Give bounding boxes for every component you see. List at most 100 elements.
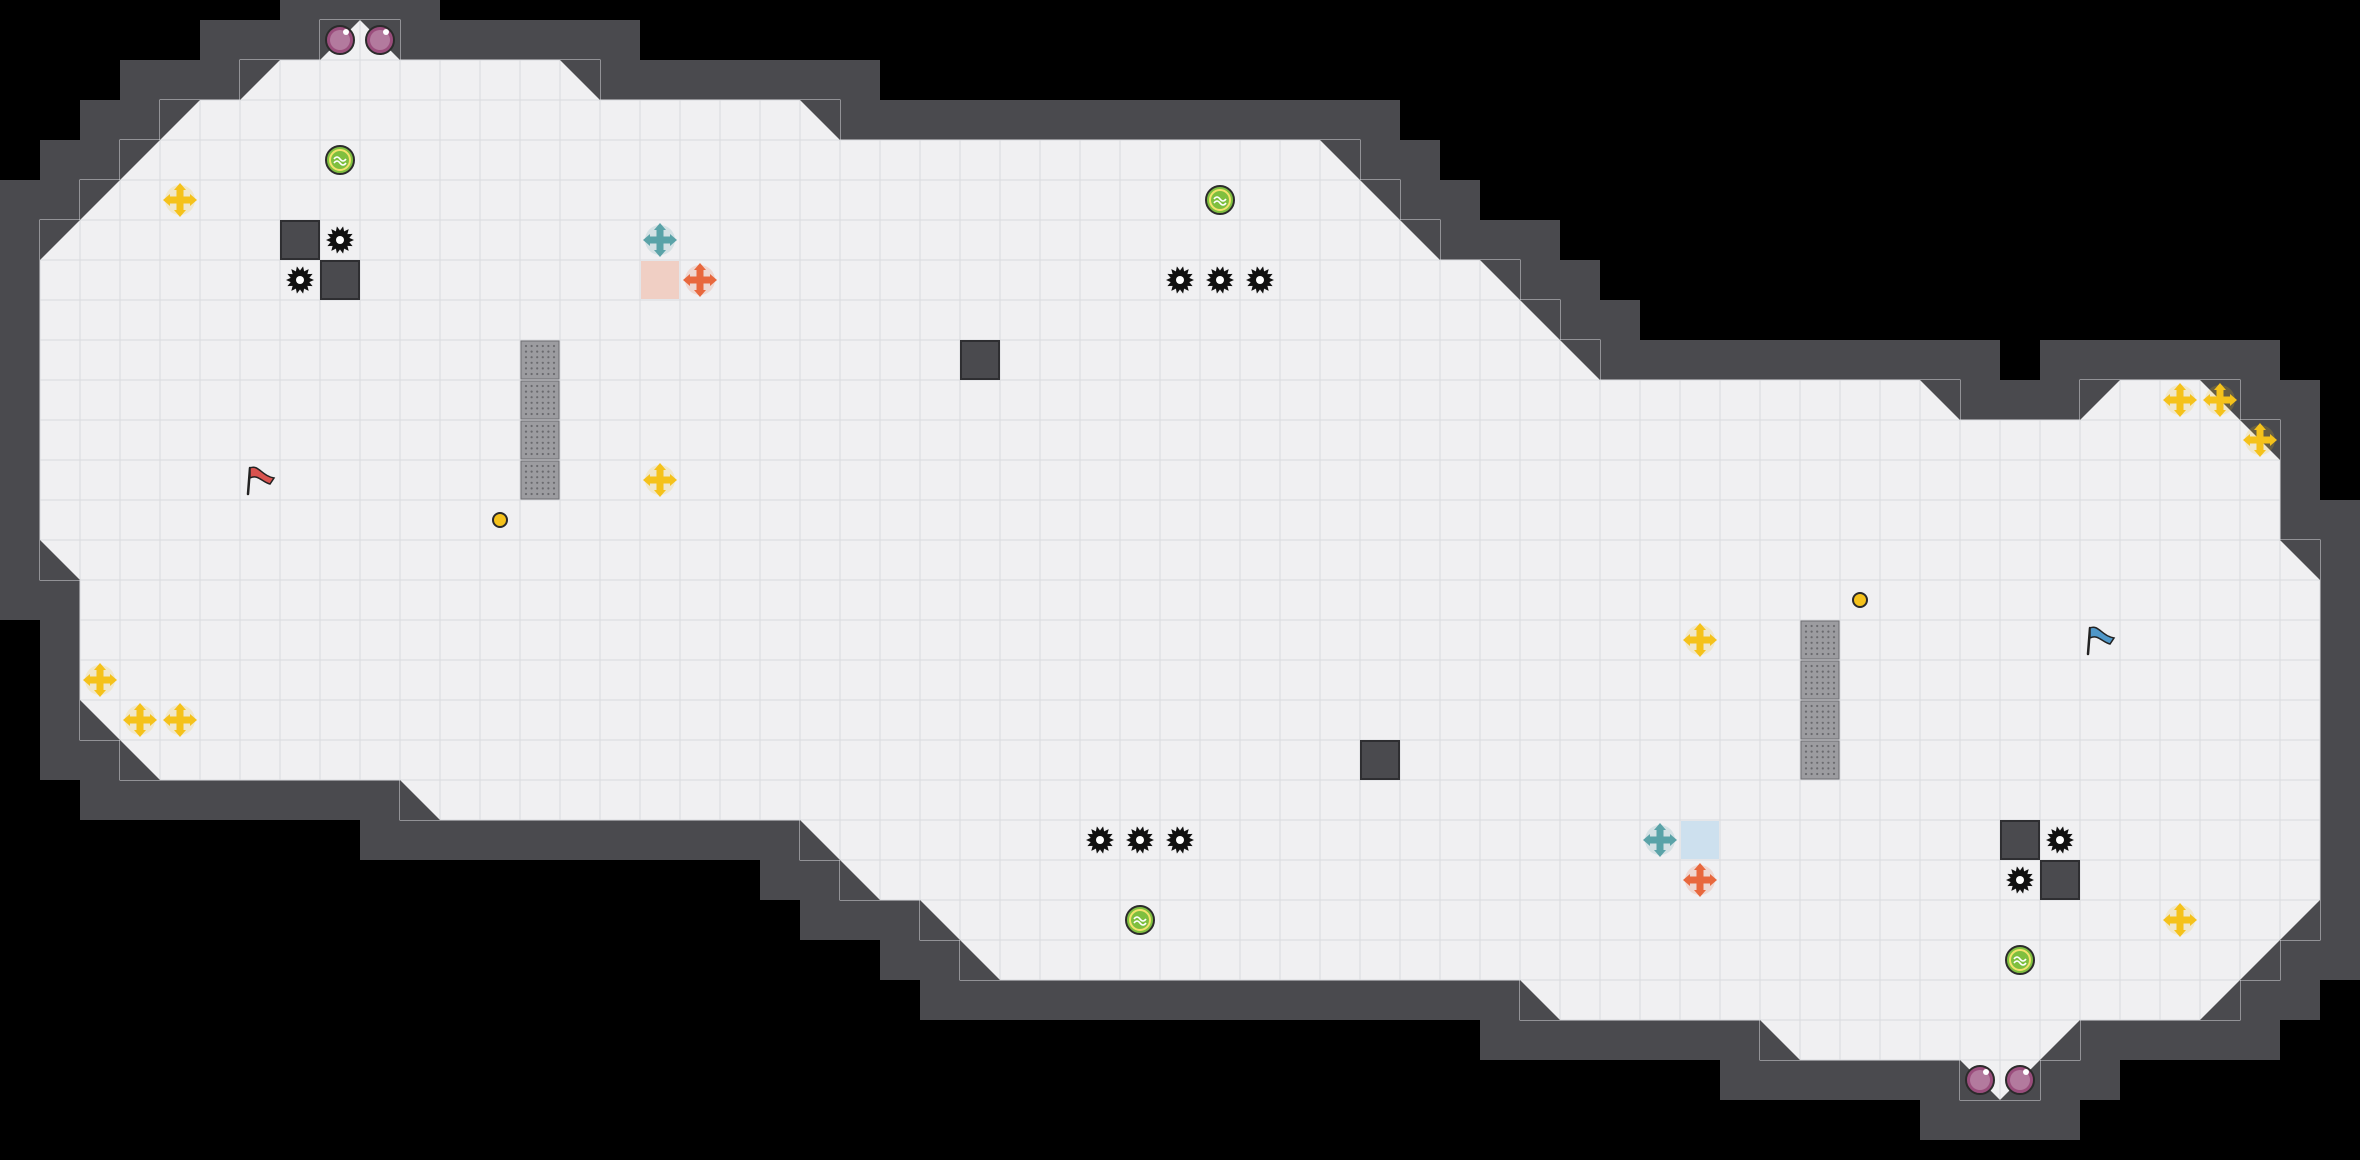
floor-tile	[1799, 779, 1841, 821]
gate-dot	[1810, 636, 1813, 639]
gate-dot	[552, 481, 556, 484]
gate-dot	[524, 481, 528, 484]
floor-tile	[599, 699, 641, 741]
wall-block	[960, 340, 1000, 380]
wall-tile	[640, 60, 680, 100]
floor-tile	[1239, 779, 1281, 821]
floor-tile	[479, 699, 521, 741]
floor-tile	[1159, 419, 1201, 461]
boost-arrow	[83, 674, 90, 686]
boost-arrow	[174, 730, 186, 737]
wall-tile	[960, 100, 1000, 140]
floor-tile	[599, 539, 641, 581]
gate-dot	[530, 492, 533, 496]
floor-tile	[2279, 579, 2321, 621]
floor-tile	[1839, 659, 1881, 701]
boost-arrow	[163, 714, 170, 726]
floor-tile	[1559, 379, 1601, 421]
gate-dot	[1821, 692, 1824, 696]
wall-tile	[2040, 1060, 2080, 1100]
floor-tile	[199, 459, 241, 501]
wall-tile	[1320, 980, 1360, 1020]
floor-tile	[1159, 779, 1201, 821]
floor-tile	[799, 539, 841, 581]
floor-tile	[1599, 579, 1641, 621]
wall-tile	[400, 0, 440, 20]
floor-tile	[1759, 539, 1801, 581]
floor-tile	[1359, 819, 1401, 861]
floor-tile	[1359, 699, 1401, 741]
gate-dot	[541, 412, 544, 416]
gate-dot	[1804, 744, 1808, 748]
gate-dot	[530, 350, 533, 353]
wall-tile	[2280, 980, 2320, 1020]
gate-tile	[520, 380, 560, 420]
floor-tile	[1239, 419, 1281, 461]
floor-tile	[1479, 459, 1521, 501]
floor-tile	[959, 459, 1001, 501]
gate-dot	[536, 356, 539, 359]
floor-tile	[1319, 259, 1361, 301]
floor-tile	[1559, 899, 1601, 941]
floor-tile	[1039, 619, 1081, 661]
wall-block	[320, 260, 360, 300]
floor-tile	[1559, 419, 1601, 461]
floor-tile	[239, 659, 281, 701]
flag-cloth	[2089, 626, 2116, 645]
floor-tile	[399, 59, 441, 101]
gate-dot	[536, 407, 539, 410]
floor-tile	[1919, 579, 1961, 621]
floor-tile	[599, 739, 641, 781]
gate-dot	[536, 350, 539, 353]
boost-arrow	[174, 183, 186, 190]
floor-tile	[1959, 979, 2001, 1021]
spike-core	[1176, 836, 1184, 844]
gate-dot	[536, 344, 539, 348]
wall-tile	[120, 100, 160, 140]
floor-tile	[999, 739, 1041, 781]
floor-tile	[1159, 899, 1201, 941]
wall-tile	[2040, 340, 2080, 380]
floor-tile	[519, 179, 561, 221]
boost-arrow	[2174, 903, 2186, 910]
floor-tile	[1239, 659, 1281, 701]
gate-dot	[547, 430, 550, 433]
floor-tile	[439, 539, 481, 581]
wall-tile	[1680, 340, 1720, 380]
floor-tile	[1279, 819, 1321, 861]
gate-dot	[530, 470, 533, 473]
wall-tile	[0, 220, 40, 260]
floor-tile	[839, 539, 881, 581]
floor-tile	[1279, 699, 1321, 741]
wall-tile	[0, 580, 40, 620]
blue-boost-icon	[1643, 823, 1677, 857]
gate-fill	[520, 380, 560, 420]
wall-tile	[520, 820, 560, 860]
gate-dot	[1821, 670, 1824, 673]
gate-dot	[524, 367, 528, 370]
gate-dot	[524, 430, 528, 433]
wall-tile	[40, 180, 80, 220]
gate-dot	[524, 492, 528, 496]
floor-tile	[679, 659, 721, 701]
floor-tile	[839, 819, 881, 861]
floor-tile	[2279, 819, 2321, 861]
gate-dot	[1816, 716, 1819, 719]
spike-icon	[1246, 266, 1274, 294]
floor-tile	[2199, 819, 2241, 861]
gate-dot	[552, 407, 556, 410]
wall-tile	[1520, 220, 1560, 260]
floor-tile	[999, 499, 1041, 541]
gate-dot	[1804, 670, 1808, 673]
gate-dot	[1804, 767, 1808, 770]
floor-tile	[199, 139, 241, 181]
gate-dot	[547, 441, 550, 444]
boost-arrow	[123, 714, 130, 726]
floor-tile	[1039, 939, 1081, 981]
floor-tile	[199, 579, 241, 621]
gate-dot	[536, 401, 539, 404]
floor-tile	[1959, 779, 2001, 821]
floor-tile	[1479, 859, 1521, 901]
floor-tile	[399, 739, 441, 781]
